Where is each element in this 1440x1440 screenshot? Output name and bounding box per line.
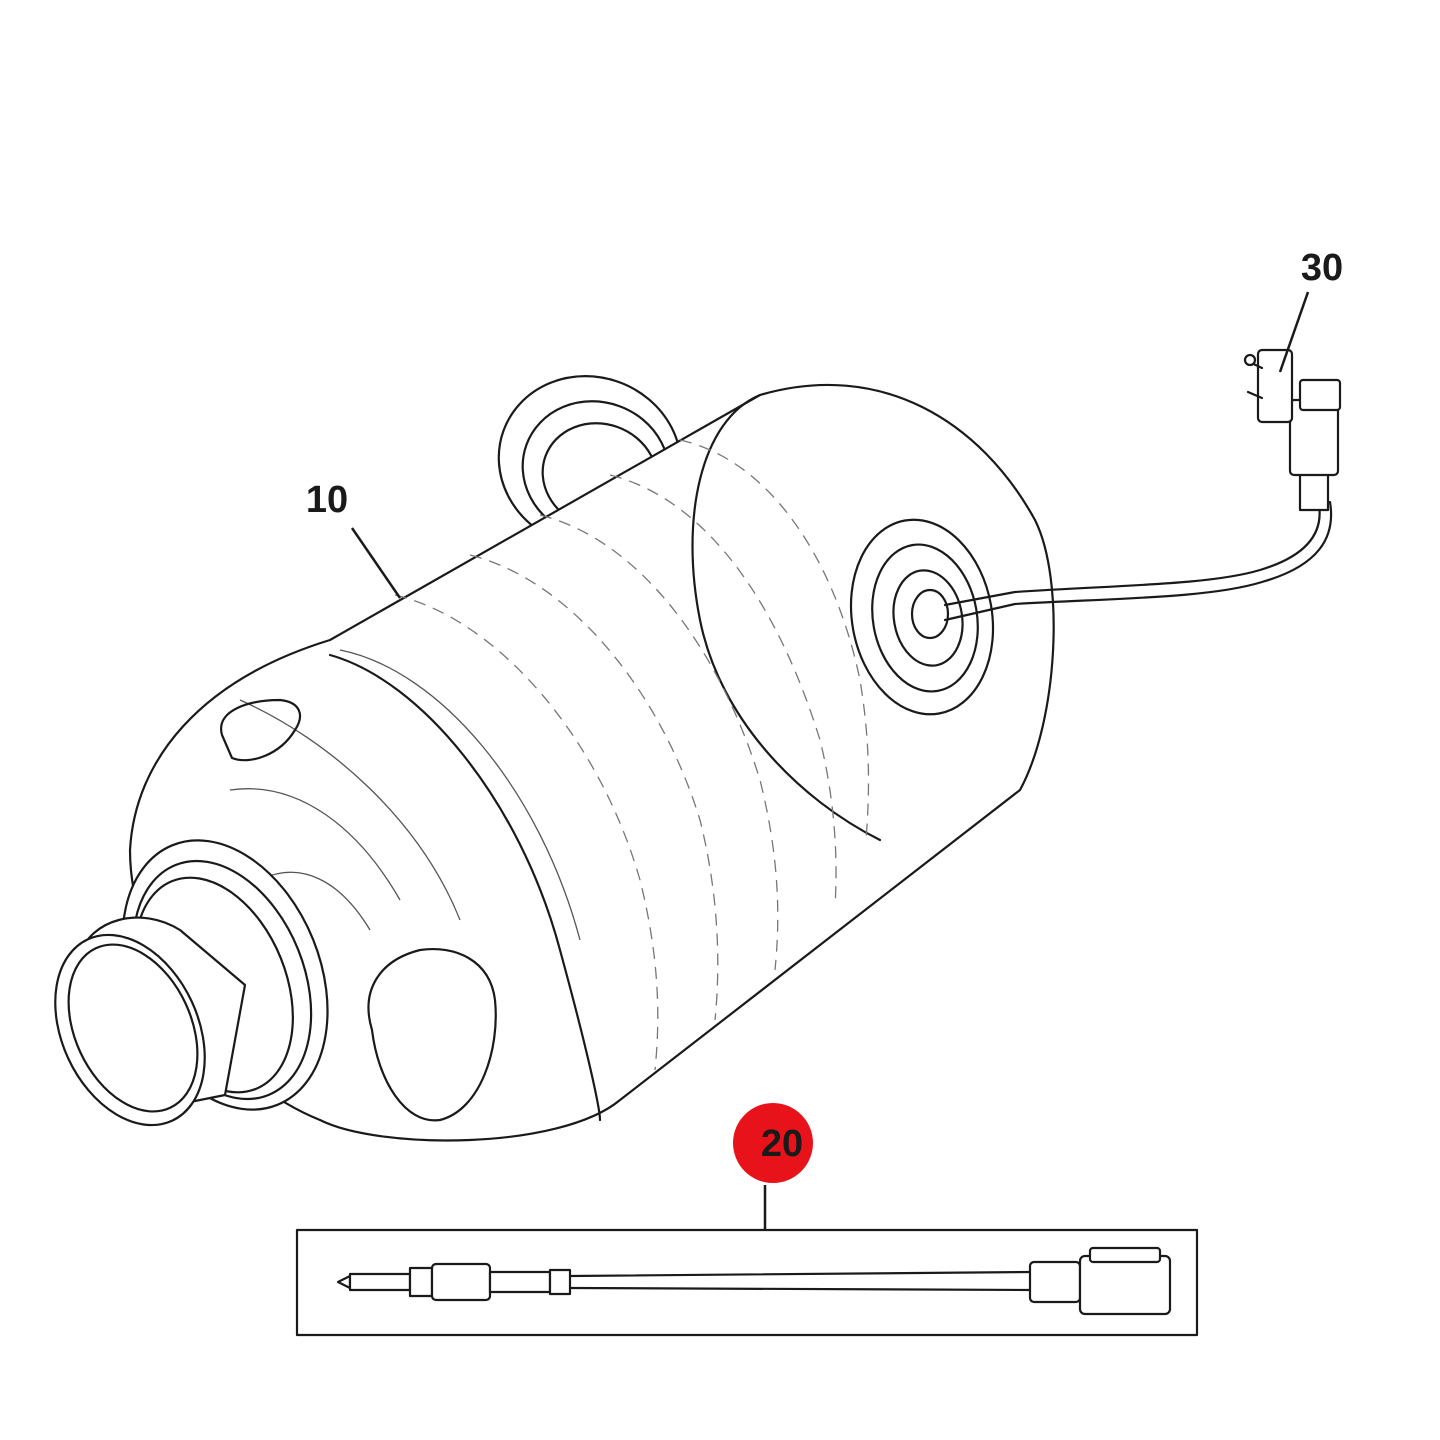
end-cap-face xyxy=(691,393,882,842)
sensor-boss xyxy=(849,518,995,716)
leader-line-10 xyxy=(350,527,402,599)
callout-20-highlight[interactable] xyxy=(733,1103,813,1183)
callout-30[interactable]: 30 xyxy=(1301,247,1343,289)
temperature-sensor-part xyxy=(336,1246,1172,1316)
callout-20[interactable]: 20 xyxy=(761,1123,803,1165)
canister-assembly[interactable] xyxy=(26,351,1055,1150)
body-seam xyxy=(328,653,602,1122)
part-20-inset[interactable] xyxy=(295,1228,1199,1337)
inlet-pipe xyxy=(54,839,329,1127)
mount-pad-bottom xyxy=(367,948,497,1122)
mount-pad-top xyxy=(220,698,302,762)
callout-10[interactable]: 10 xyxy=(306,479,348,521)
leader-line-30 xyxy=(1278,291,1310,373)
sensor-harness[interactable] xyxy=(943,348,1342,622)
